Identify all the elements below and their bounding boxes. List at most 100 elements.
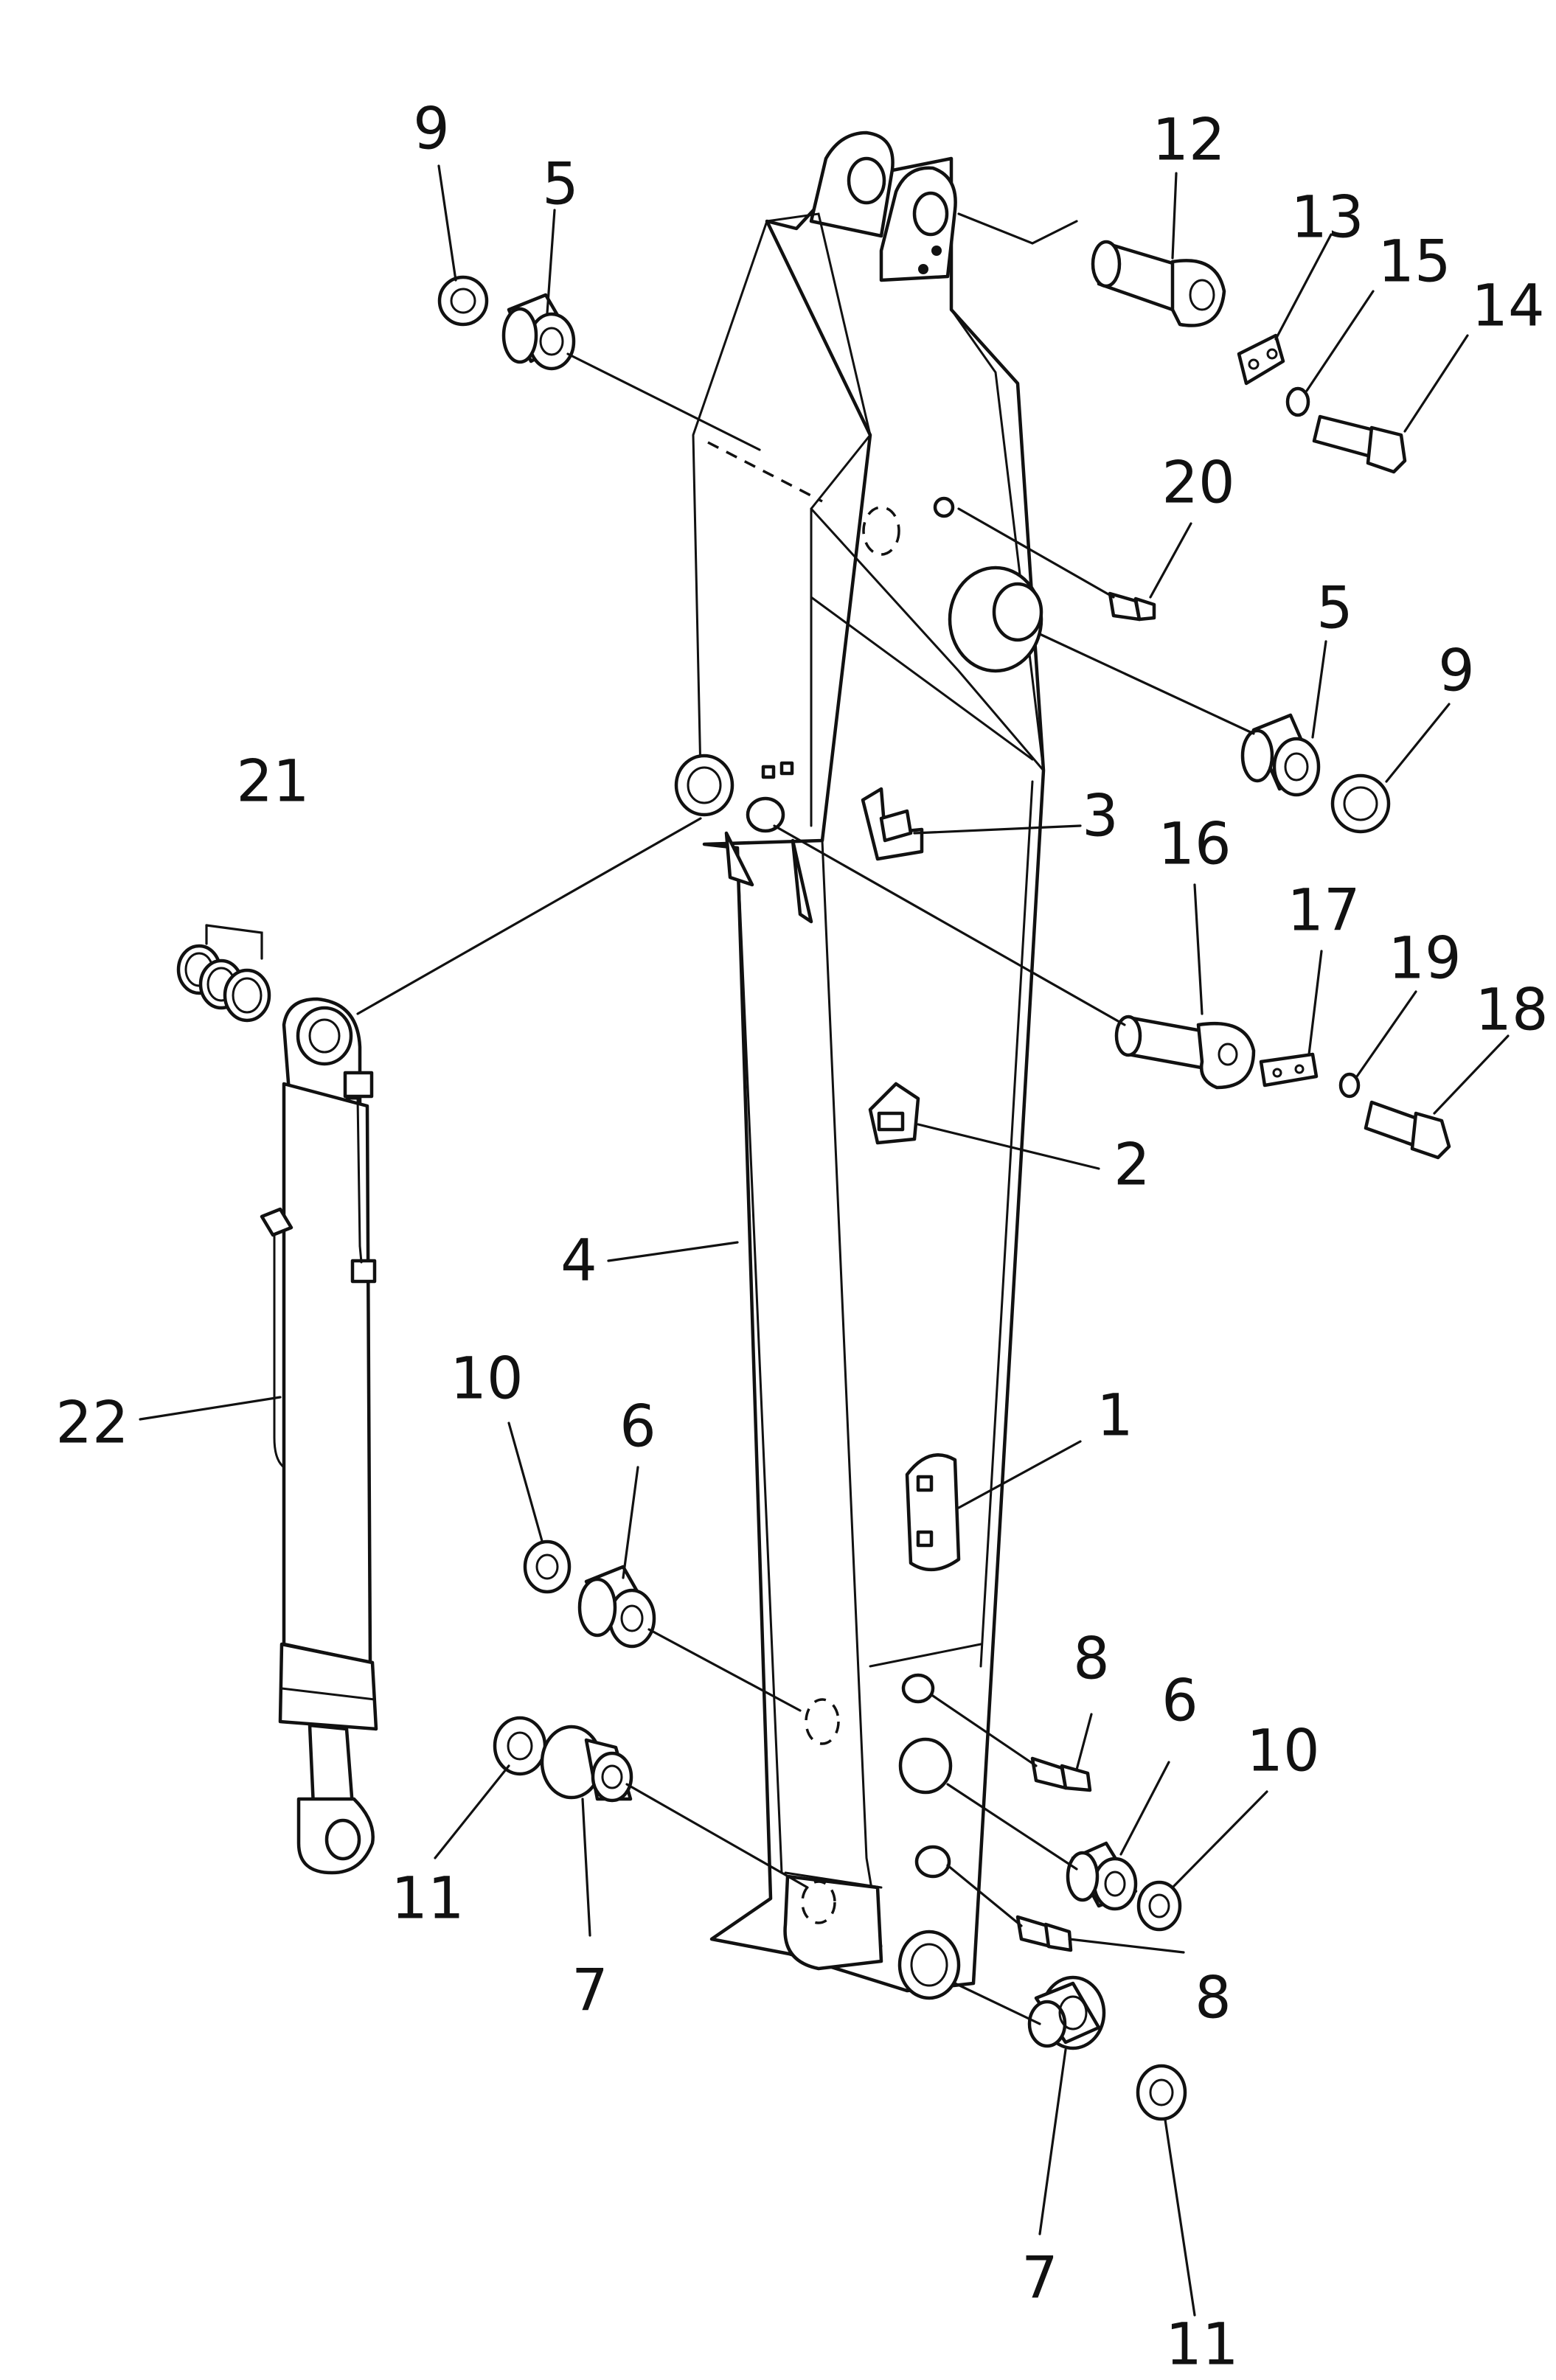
boss-bore-inner — [992, 582, 1043, 642]
callout-16: 16 — [1158, 811, 1231, 877]
callout-5a: 5 — [542, 151, 579, 218]
grease-dot — [931, 246, 942, 256]
callout-8b: 8 — [1195, 1965, 1232, 2031]
callout-20: 20 — [1161, 450, 1234, 516]
cylinder-barrel — [282, 1082, 372, 1665]
hidden-bore — [862, 506, 900, 556]
lock-plate-part-17 — [1259, 1052, 1319, 1088]
arm-panel-edge — [765, 212, 872, 436]
arm-main-plate — [702, 156, 1046, 1993]
side-boss — [901, 1673, 935, 1704]
lock-plate-part-13 — [1237, 333, 1285, 386]
callout-12: 12 — [1152, 107, 1225, 173]
bolt-part-8-upper — [1030, 1756, 1092, 1792]
callout-17: 17 — [1287, 877, 1360, 944]
callout-8a: 8 — [1073, 1626, 1110, 1692]
callout-14: 14 — [1471, 273, 1544, 339]
cylinder-connector — [343, 1071, 374, 1099]
seal-part-9-left — [437, 275, 489, 327]
bracket-fin — [724, 831, 754, 887]
seal-part-10-right — [1136, 1880, 1182, 1932]
hidden-bore — [805, 1698, 840, 1745]
cylinder-rod — [308, 1723, 355, 1809]
bracket-mark — [779, 761, 794, 776]
callout-leaders — [139, 164, 1510, 2317]
cylinder-top-eye-bore — [296, 1006, 353, 1066]
cylinder-wire — [345, 1097, 361, 1248]
seal-part-11-right — [1136, 2064, 1187, 2121]
seal-part-10-left — [523, 1539, 572, 1594]
cylinder-gland — [278, 1642, 378, 1731]
washer-part-15 — [1285, 386, 1310, 417]
pin-part-16 — [1114, 1015, 1256, 1090]
callout-15: 15 — [1378, 229, 1451, 295]
assembly-lines — [356, 212, 1255, 2025]
o-rings-part-21 — [176, 924, 271, 1023]
side-boss — [914, 1845, 951, 1879]
bracket-hole — [746, 796, 785, 833]
clip-part-3 — [861, 787, 924, 861]
callout-10b: 10 — [1246, 1718, 1319, 1784]
lower-pin-bore — [897, 1930, 961, 2000]
arm-panel-edge — [692, 220, 768, 776]
bracket-fin — [791, 838, 813, 924]
flanged-bushing-part-7-left — [540, 1725, 633, 1803]
callout-10a: 10 — [450, 1346, 523, 1412]
arm-body — [674, 131, 1046, 2000]
flanged-bushing-part-7-right — [1027, 1975, 1106, 2050]
callout-13: 13 — [1291, 184, 1364, 251]
callout-11b: 11 — [1165, 2311, 1238, 2378]
grease-fitting-port — [933, 496, 955, 518]
bracket-mark — [761, 765, 776, 779]
block-part-2 — [868, 1082, 920, 1145]
callout-7b: 7 — [1021, 2245, 1058, 2311]
plate-part-1 — [905, 1453, 961, 1572]
callout-6b: 6 — [1161, 1668, 1198, 1734]
grease-dot — [918, 264, 928, 274]
arm-lower-boss — [783, 1874, 883, 1971]
cylinder-pipe-fitting — [260, 1207, 294, 1237]
bushing-part-6-left — [577, 1565, 656, 1649]
callout-7a: 7 — [572, 1958, 608, 2024]
cylinder-connector — [350, 1259, 377, 1284]
hidden-bore — [801, 1880, 836, 1924]
cylinder-pipe — [273, 1222, 285, 1469]
callout-5b: 5 — [1316, 575, 1353, 641]
seal-part-9-right — [1330, 773, 1391, 834]
callout-18: 18 — [1475, 977, 1548, 1043]
bolt-part-8-lower — [1015, 1915, 1073, 1952]
bolt-part-18 — [1364, 1100, 1451, 1160]
callout-6a: 6 — [619, 1393, 656, 1460]
callout-4: 4 — [560, 1228, 597, 1294]
callout-3: 3 — [1082, 783, 1119, 849]
bracket-pivot — [674, 754, 734, 817]
bracket-pivot-inner — [687, 766, 722, 804]
callout-19: 19 — [1388, 925, 1461, 992]
hidden-line — [707, 441, 823, 503]
bushing-part-6-right — [1066, 1841, 1138, 1911]
callout-labels: 1 2 3 4 5 5 6 6 7 7 8 8 9 9 10 10 11 11 … — [55, 96, 1548, 2378]
grease-fitting-part-20 — [1108, 591, 1156, 622]
seal-part-11-left — [493, 1716, 547, 1776]
bushing-part-5-left — [501, 293, 576, 371]
arm-panel-edge — [736, 846, 783, 1874]
arm-panel-edge — [810, 596, 1034, 761]
hydraulic-cylinder — [260, 997, 378, 1875]
arm-panel-edge — [869, 1643, 982, 1668]
callout-11a: 11 — [391, 1865, 464, 1932]
top-pin-hole-left — [847, 156, 886, 205]
callout-9a: 9 — [413, 96, 450, 162]
top-pin-hole-right — [912, 191, 949, 237]
bushing-part-5-right — [1240, 713, 1321, 797]
callout-9b: 9 — [1438, 638, 1475, 704]
lower-pin-bore-inner — [910, 1943, 948, 1987]
callout-22: 22 — [55, 1390, 128, 1456]
washer-part-19 — [1338, 1072, 1361, 1099]
arm-panel-edge — [810, 507, 1045, 772]
arm-panel-edge — [979, 780, 1034, 1668]
cylinder-rod-eye-bore — [324, 1818, 361, 1861]
pin-part-12 — [1091, 240, 1226, 327]
callout-2: 2 — [1114, 1132, 1150, 1198]
bolt-part-14 — [1312, 414, 1407, 474]
